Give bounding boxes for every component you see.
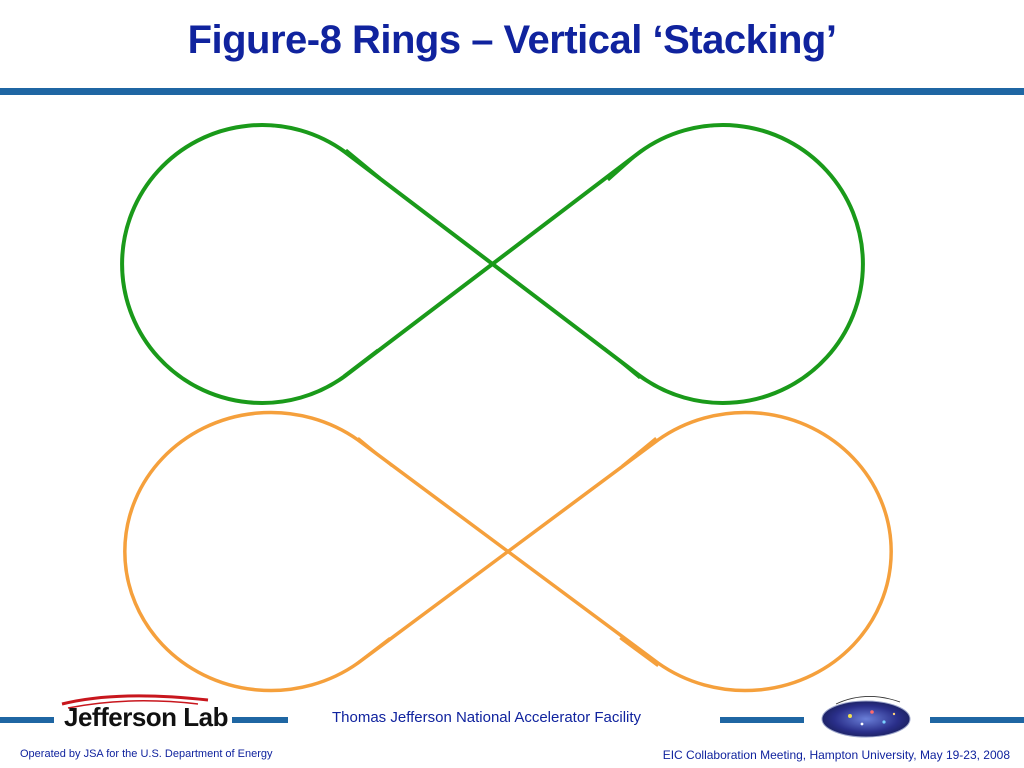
footer-bar-mid-right xyxy=(720,717,804,723)
meeting-text: EIC Collaboration Meeting, Hampton Unive… xyxy=(662,748,1010,762)
upper-ring xyxy=(120,123,865,405)
slide-title: Figure-8 Rings – Vertical ‘Stacking’ xyxy=(187,18,837,62)
footer-bar-mid-left xyxy=(232,717,288,723)
jefferson-lab-logo-text: Jefferson Lab xyxy=(64,702,229,732)
lower-ring-segment-mark xyxy=(619,636,659,668)
lower-ring xyxy=(123,410,893,693)
footer-bar-right xyxy=(930,717,1024,723)
office-of-nuclear-physics-logo xyxy=(814,692,918,742)
lower-ring-segment-mark xyxy=(355,637,391,665)
lower-ring-segment-mark xyxy=(621,437,657,467)
operated-by-text: Operated by JSA for the U.S. Department … xyxy=(20,748,273,760)
upper-ring-segment-mark xyxy=(343,348,379,378)
nuclear-physics-seal-icon xyxy=(821,696,911,738)
upper-ring-segment-mark xyxy=(603,346,641,380)
upper-ring-segment-mark xyxy=(607,148,643,182)
title-rule xyxy=(0,88,1024,95)
jefferson-lab-logo: Jefferson Lab xyxy=(58,694,229,740)
lower-ring-segment-mark xyxy=(357,437,393,467)
rings-layer xyxy=(120,123,893,693)
jefferson-lab-swoosh-icon xyxy=(61,694,209,709)
facility-name: Thomas Jefferson National Accelerator Fa… xyxy=(332,709,642,726)
upper-ring-segment-mark xyxy=(345,148,381,180)
footer-bar-left xyxy=(0,717,54,723)
